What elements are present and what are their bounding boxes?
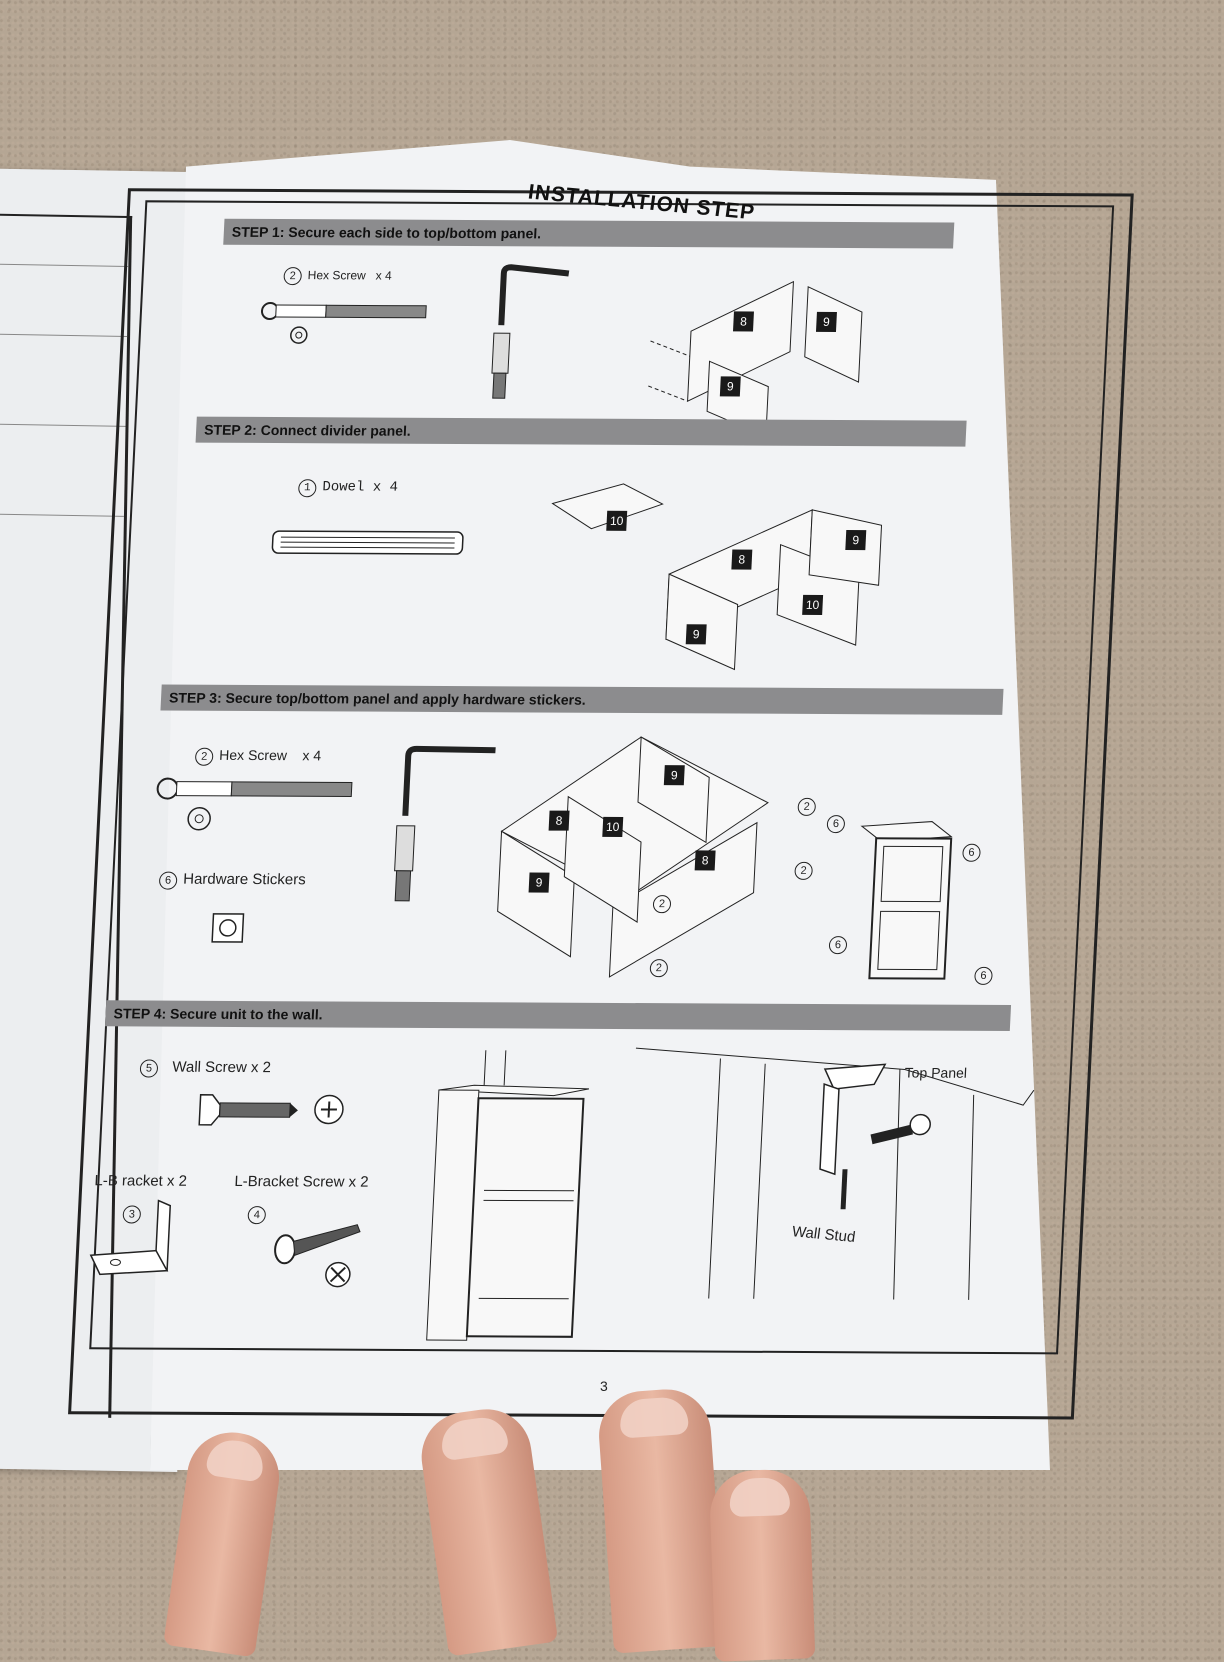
part-qty: x 4 bbox=[302, 747, 321, 763]
sticker-icon bbox=[211, 913, 245, 945]
fingernail bbox=[206, 1437, 266, 1482]
panel-label: 9 bbox=[529, 872, 550, 892]
allen-key-icon bbox=[383, 746, 501, 907]
panel-label: 8 bbox=[733, 311, 754, 331]
part-number-badge: 5 bbox=[140, 1059, 159, 1077]
l-bracket-icon bbox=[85, 1200, 179, 1275]
part-name: Hex Screw bbox=[307, 268, 366, 282]
panel-label: 8 bbox=[549, 811, 570, 831]
hex-screw-icon bbox=[260, 299, 442, 350]
panel-label: 8 bbox=[695, 850, 716, 870]
top-panel-annotation: Top Panel bbox=[904, 1064, 967, 1080]
part-bracket-screw-label: L-Bracket Screw x 2 bbox=[234, 1173, 369, 1191]
page-number: 3 bbox=[600, 1378, 608, 1394]
part-hex-screw-label: 2 Hex Screw x 4 bbox=[283, 267, 392, 286]
fingernail bbox=[439, 1414, 510, 1461]
phillips-head-icon bbox=[312, 1093, 346, 1125]
dowel-icon bbox=[270, 529, 471, 560]
panel-label: 9 bbox=[816, 312, 837, 332]
part-l-bracket-label: L-B racket x 2 bbox=[94, 1172, 187, 1189]
fingernail bbox=[619, 1396, 689, 1439]
panel-label: 8 bbox=[731, 549, 752, 569]
allen-key-icon bbox=[482, 265, 579, 405]
part-stickers-label: 6 Hardware Stickers bbox=[159, 871, 306, 891]
bookcase-wall-diagram bbox=[423, 1050, 606, 1321]
panel-label: 9 bbox=[664, 765, 685, 785]
panel-label: 9 bbox=[720, 376, 741, 396]
part-hex-screw-label: 2 Hex Screw x 4 bbox=[195, 747, 322, 767]
part-number-badge: 2 bbox=[195, 748, 214, 766]
part-dowel-label: 1 Dowel x 4 bbox=[298, 479, 398, 498]
finger bbox=[596, 1386, 726, 1653]
part-name: Hardware Stickers bbox=[183, 871, 306, 889]
step-2-panels-diagram bbox=[524, 473, 914, 685]
step-1-heading: STEP 1: Secure each side to top/bottom p… bbox=[223, 219, 954, 249]
panel-label: 9 bbox=[845, 530, 866, 550]
part-name: Dowel bbox=[322, 479, 365, 495]
finger bbox=[709, 1468, 816, 1661]
part-qty: x 4 bbox=[375, 269, 392, 283]
step-2-heading: STEP 2: Connect divider panel. bbox=[196, 417, 967, 447]
part-wall-screw-label: 5 Wall Screw x 2 bbox=[140, 1058, 272, 1078]
part-number-badge: 2 bbox=[283, 267, 302, 285]
instruction-frame: INSTALLATION STEP STEP 1: Secure each si… bbox=[28, 188, 1138, 1423]
part-number-badge: 6 bbox=[159, 872, 178, 890]
step-3-assembly-diagram bbox=[490, 731, 782, 972]
step-1-panels-diagram bbox=[646, 261, 894, 432]
panel-label: 10 bbox=[802, 595, 823, 615]
panel-label: 10 bbox=[606, 511, 627, 531]
part-name: Hex Screw bbox=[219, 747, 287, 763]
part-name: Wall Screw x 2 bbox=[172, 1059, 271, 1077]
step-3-heading: STEP 3: Secure top/bottom panel and appl… bbox=[160, 685, 1003, 715]
part-number-badge: 1 bbox=[298, 479, 317, 497]
wall-mount-detail-diagram bbox=[623, 1043, 1036, 1305]
bracket-screw-icon bbox=[269, 1209, 373, 1290]
panel-label: 9 bbox=[686, 624, 707, 644]
fingernail bbox=[729, 1477, 790, 1517]
part-qty: x 4 bbox=[372, 480, 398, 496]
finished-shelf-diagram bbox=[849, 816, 957, 982]
step-4-heading: STEP 4: Secure unit to the wall. bbox=[105, 1000, 1011, 1031]
hex-screw-icon bbox=[157, 777, 360, 833]
panel-label: 10 bbox=[602, 817, 623, 837]
